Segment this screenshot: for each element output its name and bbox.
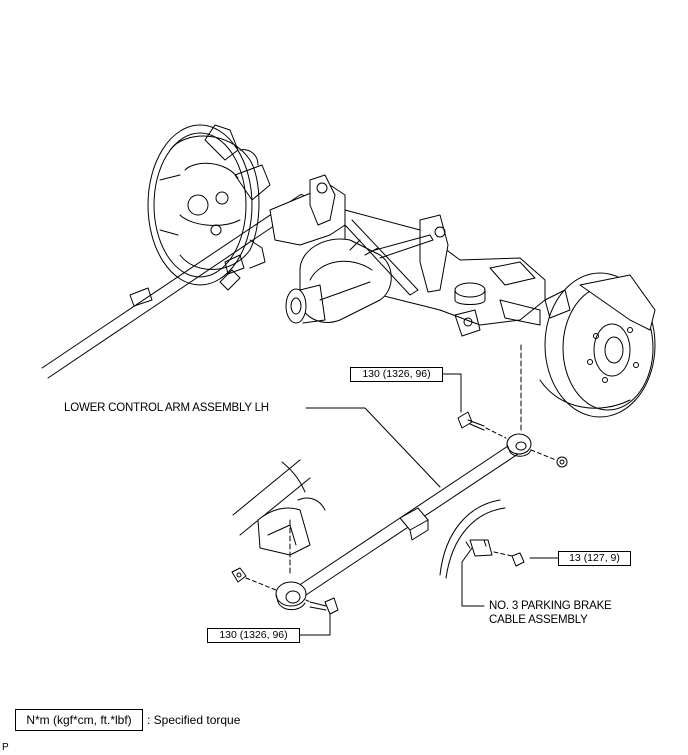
lower-control-arm xyxy=(275,433,532,611)
axle-housing xyxy=(269,174,546,337)
torque-top-box: 130 (1326, 96) xyxy=(350,367,443,382)
torque-units-legend: N*m (kgf*cm, ft.*lbf) xyxy=(15,709,143,731)
torque-bottom-box: 130 (1326, 96) xyxy=(207,628,300,643)
left-tube xyxy=(41,194,307,379)
leader-lines xyxy=(299,373,559,636)
lower-control-arm-label: LOWER CONTROL ARM ASSEMBLY LH xyxy=(64,402,269,414)
parking-brake-cable xyxy=(439,499,506,579)
body-bracket xyxy=(232,459,326,556)
bolts xyxy=(231,344,568,615)
torque-cable-bolt-box: 13 (127, 9) xyxy=(558,551,631,566)
parking-brake-cable-label-line2: CABLE ASSEMBLY xyxy=(489,614,588,626)
corner-mark: P xyxy=(2,742,9,753)
specified-torque-legend-text: : Specified torque xyxy=(147,713,241,727)
parking-brake-cable-label-line1: NO. 3 PARKING BRAKE xyxy=(489,600,612,612)
left-brake-assembly xyxy=(147,124,271,286)
right-brake-assembly xyxy=(539,272,656,418)
